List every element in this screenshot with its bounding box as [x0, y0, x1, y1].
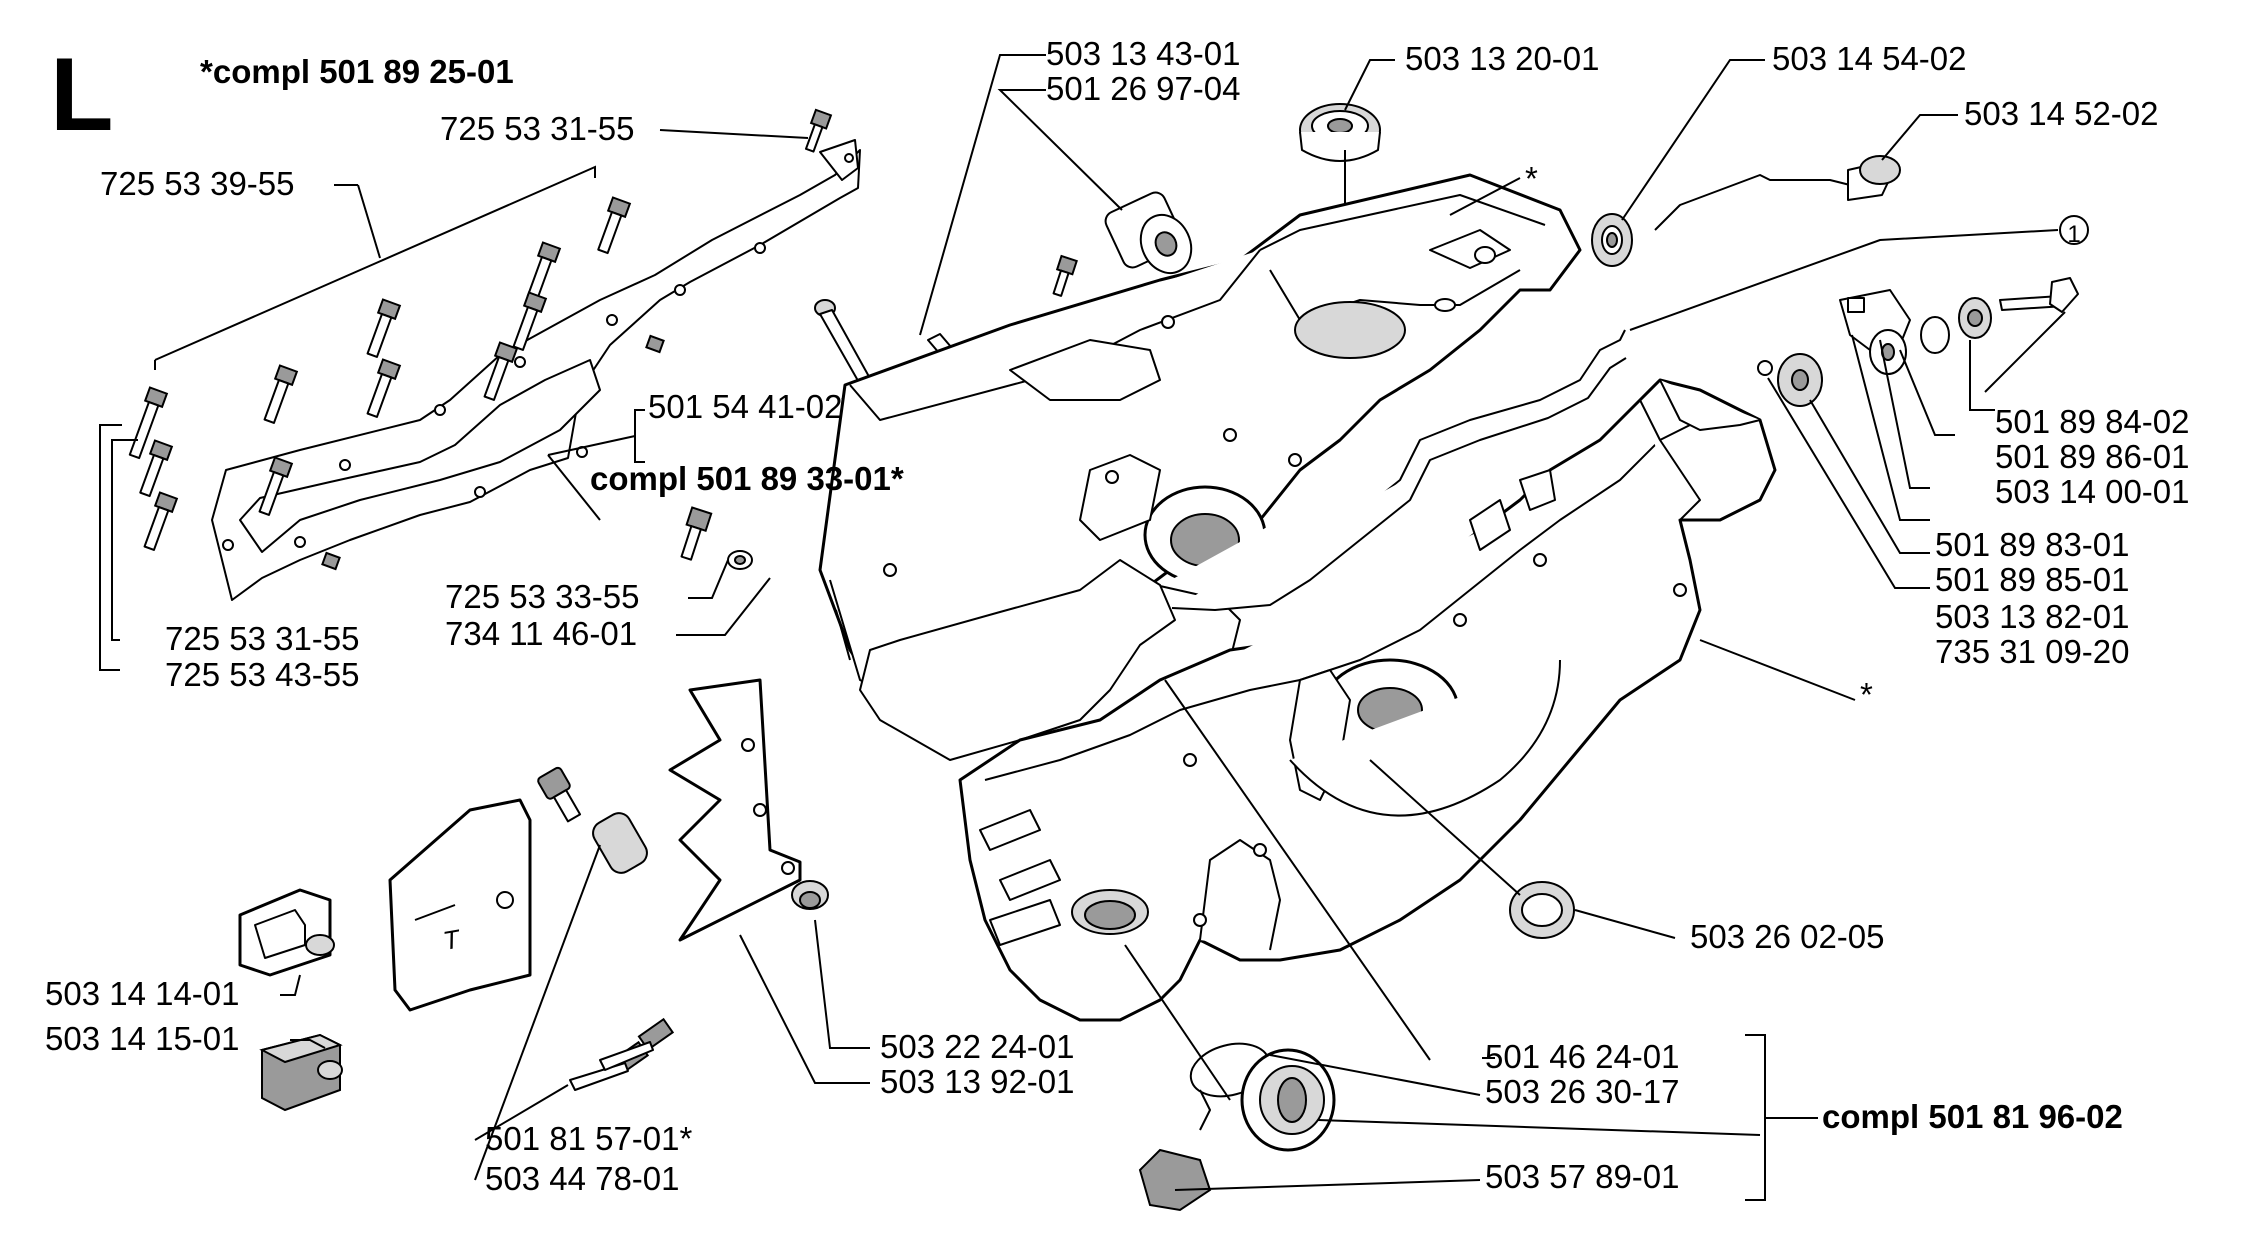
- leader-725-53-31-55-top: [659, 129, 809, 139]
- label-501-89-83-01: 501 89 83-01: [1935, 526, 2130, 563]
- label-filler-kit: compl 501 81 96-02: [1822, 1098, 2123, 1135]
- asterisk-upper: *: [1525, 160, 1538, 197]
- label-501-89-84-02: 501 89 84-02: [1995, 403, 2190, 440]
- label-503-44-78-01: 503 44 78-01: [485, 1160, 680, 1197]
- gasket-plate: [211, 139, 861, 601]
- label-503-22-24-01: 503 22 24-01: [880, 1028, 1075, 1065]
- section-letter: L: [50, 37, 114, 153]
- cap-503-13-20-01: [1299, 103, 1381, 162]
- filler-kit-bracket: [1745, 1034, 1766, 1201]
- label-501-89-86-01: 501 89 86-01: [1995, 438, 2190, 475]
- label-501-89-85-01: 501 89 85-01: [1935, 561, 2130, 598]
- label-503-57-89-01: 503 57 89-01: [1485, 1158, 1680, 1195]
- asterisk-lower: *: [1860, 676, 1873, 713]
- label-501-54-41-02: 501 54 41-02: [648, 388, 843, 425]
- label-503-14-15-01: 503 14 15-01: [45, 1020, 240, 1057]
- bumper-spike-503-13-92-01: [668, 678, 802, 942]
- label-501-46-24-01: 501 46 24-01: [1485, 1038, 1680, 1075]
- oil-pump-parts: [1757, 277, 2079, 407]
- knob-503-14-14-01: [238, 888, 335, 977]
- label-725-53-31-55-low: 725 53 31-55: [165, 620, 360, 657]
- crankcase-lower: [958, 378, 1777, 1022]
- label-503-14-52-02: 503 14 52-02: [1964, 95, 2159, 132]
- label-503-13-82-01: 503 13 82-01: [1935, 598, 2130, 635]
- label-gasket-kit: compl 501 89 33-01*: [590, 460, 904, 497]
- circle-marker-1: [2059, 215, 2089, 245]
- bolt-725-53-33-55: [680, 506, 753, 570]
- label-735-31-09-20: 735 31 09-20: [1935, 633, 2130, 670]
- center-gasket: [859, 329, 1627, 761]
- label-725-53-39-55: 725 53 39-55: [100, 165, 295, 202]
- oil-pipe-503-14-52-02: [1654, 155, 1901, 231]
- label-503-14-14-01: 503 14 14-01: [45, 975, 240, 1012]
- label-503-26-30-17: 503 26 30-17: [1485, 1073, 1680, 1110]
- nut-503-22-24-01: [791, 880, 829, 910]
- label-725-53-43-55: 725 53 43-55: [165, 656, 360, 693]
- top-kit-label: *compl 501 89 25-01: [200, 53, 514, 90]
- knob-503-14-15-01: [259, 1033, 343, 1112]
- seal-503-14-54-02: [1591, 213, 1633, 267]
- leader-marker-1: [1629, 229, 2059, 331]
- gasket-bolts: [128, 108, 833, 571]
- filler-cap: [1138, 1042, 1336, 1212]
- label-503-13-20-01: 503 13 20-01: [1405, 40, 1600, 77]
- bolt-503-44-78-01: [537, 766, 648, 874]
- label-734-11-46-01: 734 11 46-01: [445, 615, 637, 652]
- label-725-53-31-55-top: 725 53 31-55: [440, 110, 635, 147]
- label-503-13-92-01: 503 13 92-01: [880, 1063, 1075, 1100]
- seal-503-26-02-05: [1509, 881, 1575, 939]
- label-503-13-43-01: 503 13 43-01: [1046, 35, 1241, 72]
- leader-725-53-31-55-low: [111, 439, 138, 641]
- label-501-81-57-01: 501 81 57-01*: [485, 1120, 693, 1157]
- label-725-53-33-55: 725 53 33-55: [445, 578, 640, 615]
- label-501-26-97-04: 501 26 97-04: [1046, 70, 1241, 107]
- label-503-14-00-01: 503 14 00-01: [1995, 473, 2190, 510]
- bearing-501-26-97-04: [1052, 191, 1193, 297]
- leader-725-53-43-55: [99, 424, 122, 671]
- label-503-26-02-05: 503 26 02-05: [1690, 918, 1885, 955]
- label-503-14-54-02: 503 14 54-02: [1772, 40, 1967, 77]
- marker-1-text: 1: [2067, 221, 2080, 248]
- cover-plate: T: [388, 798, 532, 1012]
- bolt-501-81-57-01: [569, 1017, 675, 1091]
